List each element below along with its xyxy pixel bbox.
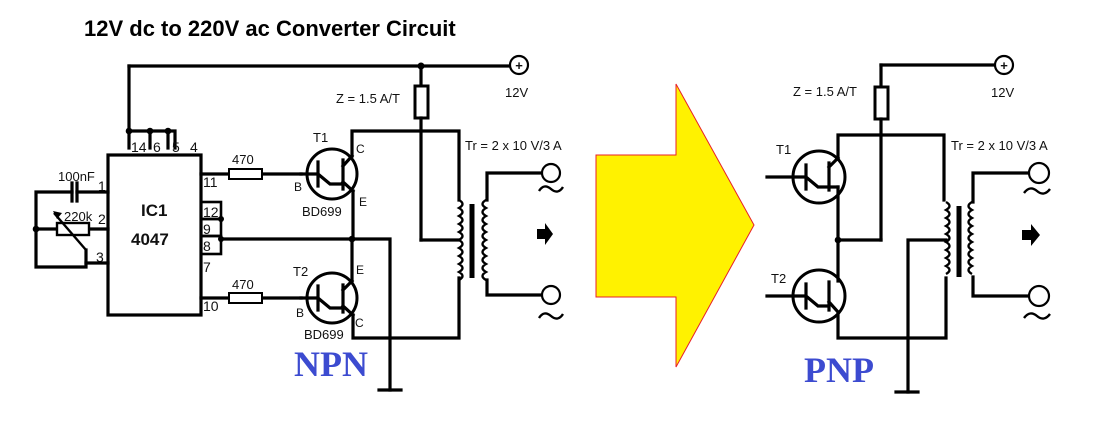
junction-dot [32,225,40,233]
ac-sine-icon [537,185,565,193]
fuse-label: Z = 1.5 A/T [793,84,857,99]
emitter-to-ground-wire [219,237,392,392]
plus-icon: + [1000,58,1008,73]
pin-label: 10 [203,298,219,314]
ac-sine-icon [1023,187,1051,195]
transistor-symbol [765,280,841,315]
pin-label: 11 [203,174,218,190]
transformer: Tr = 2 x 10 V/3 A [943,138,1048,298]
pin-label: 4 [190,139,198,155]
ac-output-terminal-icon [540,284,562,306]
pin-label: 6 [153,139,161,155]
transistor-part: BD699 [302,204,342,219]
transistor-name: T1 [313,130,328,145]
transistor-symbol [765,155,841,192]
pin-label: 1 [98,178,106,194]
ic-part-number: 4047 [131,230,169,249]
transistor-type-label: NPN [294,344,368,384]
base-pin-label: B [294,180,302,194]
transformer-label: Tr = 2 x 10 V/3 A [951,138,1048,153]
transformer-label: Tr = 2 x 10 V/3 A [465,138,562,153]
ac-output-terminal-icon [1027,161,1051,185]
supply-voltage-label: 12V [505,85,528,100]
collector-pin-label: C [356,142,365,156]
pin-label: 2 [98,211,106,227]
rc-loop-wire [34,190,88,269]
terminal-circle-icon [508,54,530,76]
junction-dot [218,216,224,222]
npn-circuit: + 12V Z = 1.5 A/T IC1 4047 14 6 5 4 1 2 … [32,54,565,392]
pin-box [199,234,223,256]
pin-label: 12 [203,204,219,220]
supply-voltage-label: 12V [991,85,1014,100]
output-wire-top [971,171,1030,204]
pin-label: 7 [203,259,211,275]
capacitor-icon [70,181,79,203]
emitter-pin-label: E [359,195,367,209]
collector-wire [350,129,461,202]
collector-wire [351,276,461,340]
collector-wire [836,276,948,340]
output-wire-bottom [485,278,542,297]
output-arrow-icon [1022,224,1040,246]
collector-wire [836,133,946,202]
transistor-name: T1 [776,142,791,157]
pin-label: 5 [172,139,180,155]
transistor-name: T2 [771,271,786,286]
transformer: Tr = 2 x 10 V/3 A [419,138,562,297]
fuse-icon [873,85,890,121]
transistor-symbol [299,278,356,318]
plus-icon: + [515,58,523,73]
arrowhead [53,211,62,219]
pin-label: 14 [131,139,147,155]
resistor-label: 470 [232,152,254,167]
potentiometer-wiper-arrow [53,212,87,251]
pin-label: 9 [203,221,211,237]
collector-pin-label: C [355,316,364,330]
primary-coil-icon [943,200,951,276]
transistor-t1: T1 C B E BD699 [294,129,461,241]
secondary-coil-icon [967,200,975,276]
transistor-t2: T2 E B C BD699 [293,237,461,342]
fuse-icon [413,84,430,120]
pin-bus [127,129,177,150]
output-wire-top [485,171,542,202]
transistor-part: BD699 [304,327,344,342]
junction-dot [146,127,154,135]
pin-label: 3 [96,249,104,265]
resistor-icon [228,168,263,180]
ic-name: IC1 [141,201,167,220]
ac-output-terminal-icon [1027,284,1051,308]
ic-4047-body [106,153,203,317]
resistor-icon [228,292,263,304]
output-wire-bottom [971,275,1030,298]
emitter-wire [836,185,883,242]
resistor-label: 470 [232,277,254,292]
right-arrow-icon [595,83,755,368]
ac-sine-icon [1023,312,1051,320]
pnp-circuit: + 12V Z = 1.5 A/T T1 T2 [765,54,1051,394]
transistor-t1: T1 [765,133,946,242]
fuse-label: Z = 1.5 A/T [336,91,400,106]
transistor-t2: T2 [765,238,948,340]
ac-sine-icon [537,312,565,320]
secondary-coil-icon [481,198,489,282]
terminal-circle-icon [993,54,1015,76]
supply-terminal: + [508,54,530,76]
center-tap-ground-wire [906,238,948,394]
pin-label: 8 [203,238,211,254]
base-pin-label: B [296,306,304,320]
emitter-pin-label: E [356,263,364,277]
transistor-symbol [299,153,356,194]
diagram-title: 12V dc to 220V ac Converter Circuit [84,16,456,41]
ac-output-terminal-icon [540,162,562,184]
output-arrow-icon [537,223,553,245]
transistor-name: T2 [293,264,308,279]
potentiometer-label: 220k [64,209,93,224]
transistor-type-label: PNP [804,350,874,390]
capacitor-label: 100nF [58,169,95,184]
